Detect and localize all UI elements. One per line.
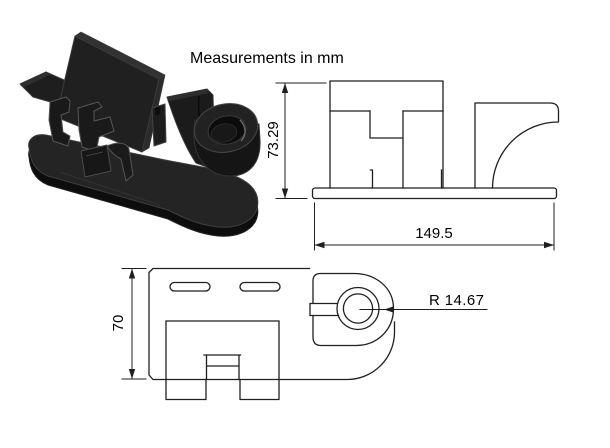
front-view-drawing (311, 80, 560, 200)
top-view-dimensions (121, 268, 488, 380)
radius-arrowhead (384, 306, 394, 313)
front-left-structure (329, 80, 444, 189)
top-pocket-and-tabs (165, 320, 280, 401)
top-plate-outline (148, 267, 396, 381)
backrest-plate (55, 35, 160, 153)
clamp-center-bracket (77, 101, 115, 153)
top-slot-lines (309, 302, 340, 317)
top-slot-left (169, 281, 211, 292)
clamp-hook (106, 142, 134, 182)
top-center-tab (203, 354, 242, 381)
front-view-dimension-arrows (281, 83, 554, 249)
top-height-extension-lines (121, 268, 147, 380)
top-height-dimension-label: 70 (110, 314, 127, 332)
top-view-drawing (148, 267, 396, 401)
front-cup-profile (474, 102, 560, 189)
radius-dimension-label: R 14.67 (429, 292, 485, 309)
clamp-left-bracket (48, 96, 71, 147)
top-view-dimension-arrows (128, 268, 394, 379)
front-height-dimension-label: 73.29 (265, 121, 282, 159)
front-view-dimensions (275, 82, 555, 251)
width-extension-lines (314, 202, 555, 251)
front-width-dimension-label: 149.5 (415, 225, 453, 242)
top-inner-circle (342, 293, 374, 324)
top-slot-right (239, 281, 281, 292)
clamp-lower-box (80, 144, 112, 178)
cup-bore-bottom (210, 123, 238, 143)
height-extension-lines (275, 82, 327, 199)
units-note: Measurements in mm (190, 50, 344, 67)
front-base-plate (311, 187, 558, 200)
part-3d-render (19, 31, 261, 237)
top-outer-circle (336, 286, 380, 331)
